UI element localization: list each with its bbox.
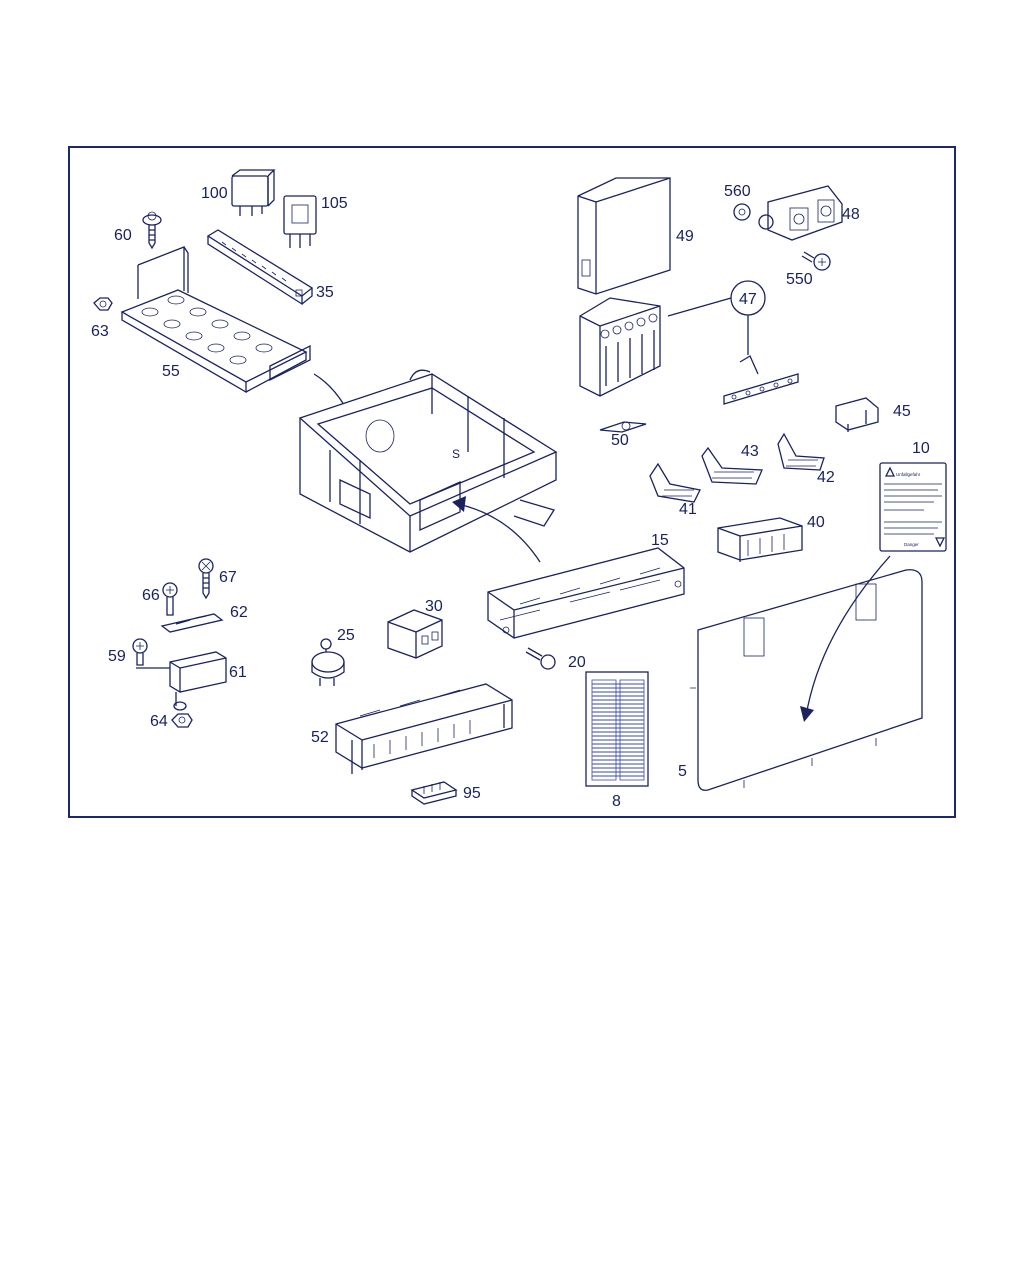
part-screw-66 <box>162 582 178 616</box>
part-terminal-43 <box>701 446 763 485</box>
callout-25: 25 <box>337 627 355 644</box>
part-holder-48 <box>758 185 843 241</box>
part-terminal-41 <box>649 462 701 503</box>
callout-550: 550 <box>786 271 813 288</box>
callout-42: 42 <box>817 469 835 486</box>
callout-45: 45 <box>893 403 911 420</box>
part-bracket-47 <box>723 355 799 405</box>
callout-48: 48 <box>842 206 860 223</box>
part-sensor-61 <box>136 651 227 711</box>
callout-560: 560 <box>724 183 751 200</box>
part-screw-59 <box>132 638 148 666</box>
part-fuse-50 <box>599 421 647 433</box>
part-screw-67 <box>198 558 214 600</box>
part-warning-label-10 <box>879 462 947 552</box>
warning-label-title: Unfallgefahr <box>896 472 921 477</box>
callout-49: 49 <box>676 228 694 245</box>
part-fuse-block <box>579 297 661 397</box>
diagram-frame <box>68 146 956 818</box>
callout-100: 100 <box>201 185 228 202</box>
part-cover-5 <box>690 569 923 791</box>
part-strip-35 <box>206 229 314 306</box>
part-nut-63 <box>93 297 113 311</box>
callout-10: 10 <box>912 440 930 457</box>
callout-63: 63 <box>91 323 109 340</box>
callout-55: 55 <box>162 363 180 380</box>
callout-52: 52 <box>311 729 329 746</box>
callout-62: 62 <box>230 604 248 621</box>
svg-text:S: S <box>452 447 460 461</box>
part-clip-62 <box>160 613 224 633</box>
part-screw-20 <box>525 647 556 670</box>
callout-67: 67 <box>219 569 237 586</box>
callout-95: 95 <box>463 785 481 802</box>
part-screw-60 <box>142 211 162 250</box>
callout-8: 8 <box>612 793 621 810</box>
arrow-label-to-cover <box>805 555 891 717</box>
part-screw-550 <box>801 251 831 271</box>
part-tray-55 <box>120 246 311 394</box>
callout-5: 5 <box>678 763 687 780</box>
callout-41: 41 <box>679 501 697 518</box>
leader-47 <box>667 295 739 317</box>
callout-15: 15 <box>651 532 669 549</box>
callout-30: 30 <box>425 598 443 615</box>
part-relay-105 <box>283 195 317 248</box>
callout-35: 35 <box>316 284 334 301</box>
part-nut-64 <box>171 713 193 728</box>
callout-43: 43 <box>741 443 759 460</box>
part-connector-95 <box>410 781 458 805</box>
callout-61: 61 <box>229 664 247 681</box>
callout-59: 59 <box>108 648 126 665</box>
part-relay-100 <box>231 169 276 216</box>
part-washer-560 <box>733 203 751 221</box>
callout-20: 20 <box>568 654 586 671</box>
arrow-frame-to-housing <box>457 503 541 563</box>
part-card-8 <box>585 671 649 787</box>
part-housing: S <box>298 369 558 553</box>
callout-60: 60 <box>114 227 132 244</box>
callout-47: 47 <box>739 291 757 308</box>
part-module-49 <box>577 177 671 295</box>
callout-50: 50 <box>611 432 629 449</box>
warning-label-danger: Danger <box>904 542 919 547</box>
arrow-head-3 <box>800 706 814 722</box>
part-socket-30 <box>387 609 443 659</box>
callout-105: 105 <box>321 195 348 212</box>
part-frame-52 <box>335 683 513 774</box>
callout-64: 64 <box>150 713 168 730</box>
part-frame-15 <box>487 547 685 639</box>
callout-66: 66 <box>142 587 160 604</box>
part-connector-45 <box>835 397 879 432</box>
part-terminal-42 <box>777 432 825 471</box>
part-connector-40 <box>717 517 803 562</box>
arrow-head-2 <box>452 496 466 512</box>
part-component-25 <box>311 638 345 686</box>
callout-40: 40 <box>807 514 825 531</box>
